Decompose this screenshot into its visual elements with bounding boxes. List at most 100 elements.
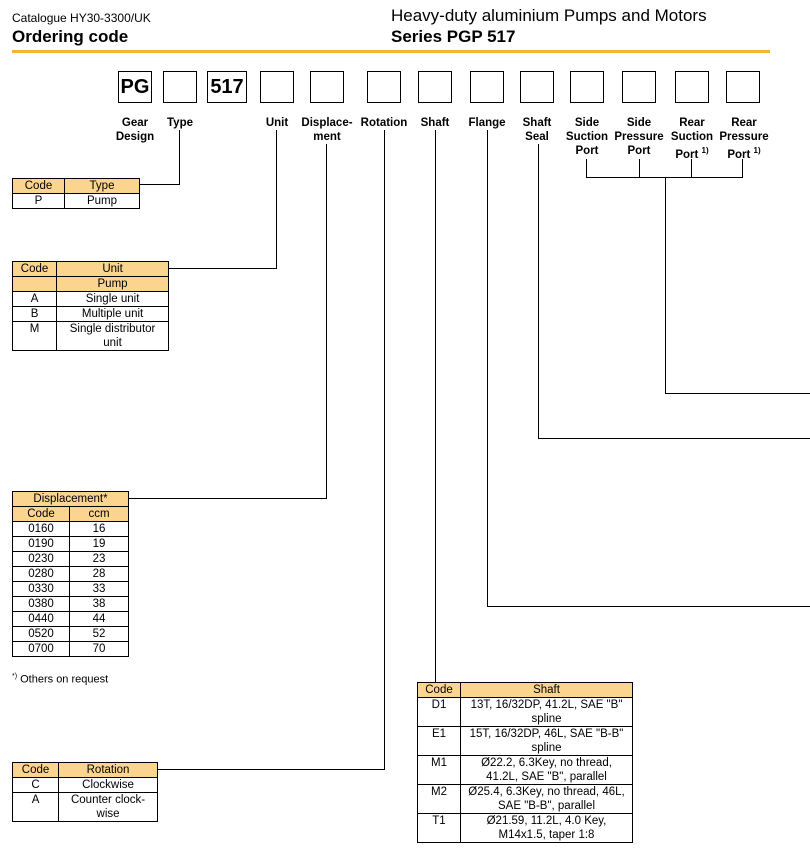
connector-shaft-seal xyxy=(538,144,539,439)
shaft-description: Ø25.4, 6.3Key, no thread, 46L, SAE "B-B"… xyxy=(460,784,633,814)
displacement-footnote: *) Others on request xyxy=(12,673,109,686)
code-box-shaft xyxy=(418,71,452,103)
bracket-side-suction xyxy=(586,159,587,178)
label-unit: Unit xyxy=(265,117,289,129)
displacement-ccm: 19 xyxy=(69,536,129,552)
displacement-ccm: 70 xyxy=(69,641,129,657)
table-row: T1 Ø21.59, 11.2L, 4.0 Key, M14x1.5, tape… xyxy=(417,813,633,843)
connector-shaft-seal-h xyxy=(538,438,810,439)
unit-description: Single unit xyxy=(56,291,169,307)
bracket-rear-suction xyxy=(691,159,692,178)
shaft-table-header-shaft: Shaft xyxy=(460,682,633,698)
displacement-code: 0440 xyxy=(12,611,70,627)
rotation-code: A xyxy=(11,792,60,822)
rotation-table: Code Rotation C Clockwise A Counter cloc… xyxy=(11,762,158,822)
displacement-ccm: 23 xyxy=(69,551,129,567)
shaft-code: T1 xyxy=(417,813,461,843)
shaft-code: D1 xyxy=(417,697,461,727)
catalogue-number: Catalogue HY30-3300/UK xyxy=(12,11,151,25)
code-box-flange xyxy=(470,71,504,103)
code-box-series: 517 xyxy=(207,71,247,103)
label-rotation: Rotation xyxy=(360,117,408,129)
page-title: Ordering code xyxy=(12,27,129,46)
connector-ports-h xyxy=(665,393,810,394)
unit-code: B xyxy=(11,306,58,322)
displacement-code: 0380 xyxy=(12,596,70,612)
table-row: M1 Ø22.2, 6.3Key, no thread, 41.2L, SAE … xyxy=(417,755,633,785)
table-row: M Single distributor unit xyxy=(11,321,169,351)
connector-type-h xyxy=(139,184,180,185)
rotation-table-header-code: Code xyxy=(11,762,60,778)
displacement-ccm: 28 xyxy=(69,566,129,582)
connector-unit xyxy=(276,130,277,269)
displacement-ccm: 44 xyxy=(69,611,129,627)
code-box-gear-design: PG xyxy=(118,71,152,103)
table-row: E1 15T, 16/32DP, 46L, SAE "B-B" spline xyxy=(417,726,633,756)
table-row: A Counter clock-wise xyxy=(11,792,158,822)
displacement-code: 0160 xyxy=(12,521,70,537)
bracket-side-pressure xyxy=(639,159,640,178)
displacement-table-header-ccm: ccm xyxy=(69,506,129,522)
type-table-header-type: Type xyxy=(64,178,140,194)
code-box-rear-suction xyxy=(675,71,709,103)
shaft-code: E1 xyxy=(417,726,461,756)
displacement-table-header-code: Code xyxy=(12,506,70,522)
displacement-code: 0190 xyxy=(12,536,70,552)
connector-unit-h xyxy=(168,268,277,269)
series-title: Series PGP 517 xyxy=(391,27,516,46)
type-code: P xyxy=(12,193,65,209)
rotation-table-header-rotation: Rotation xyxy=(58,762,158,778)
type-table-header-code: Code xyxy=(12,178,65,194)
shaft-table: Code Shaft D1 13T, 16/32DP, 41.2L, SAE "… xyxy=(417,682,633,843)
unit-description: Single distributor unit xyxy=(56,321,169,351)
unit-code: M xyxy=(11,321,58,351)
displacement-ccm: 16 xyxy=(69,521,129,537)
code-box-type xyxy=(163,71,197,103)
connector-rotation-h xyxy=(157,769,385,770)
label-shaft: Shaft xyxy=(420,117,450,129)
connector-shaft xyxy=(435,130,436,682)
code-box-displacement xyxy=(310,71,344,103)
connector-type xyxy=(179,130,180,185)
table-row: A Single unit xyxy=(11,291,169,307)
displacement-ccm: 52 xyxy=(69,626,129,642)
code-box-shaft-seal xyxy=(520,71,554,103)
displacement-ccm: 38 xyxy=(69,596,129,612)
table-row: M2 Ø25.4, 6.3Key, no thread, 46L, SAE "B… xyxy=(417,784,633,814)
rotation-code: C xyxy=(11,777,60,793)
label-flange: Flange xyxy=(468,117,506,129)
header-rule xyxy=(12,50,770,53)
unit-description: Multiple unit xyxy=(56,306,169,322)
shaft-description: 13T, 16/32DP, 41.2L, SAE "B" spline xyxy=(460,697,633,727)
table-row: D1 13T, 16/32DP, 41.2L, SAE "B" spline xyxy=(417,697,633,727)
shaft-code: M2 xyxy=(417,784,461,814)
code-box-side-suction xyxy=(570,71,604,103)
code-box-rear-pressure xyxy=(726,71,760,103)
rotation-description: Counter clock-wise xyxy=(58,792,158,822)
displacement-ccm: 33 xyxy=(69,581,129,597)
unit-table-header-unit: Unit xyxy=(56,261,169,277)
table-row: B Multiple unit xyxy=(11,306,169,322)
unit-table-header-code: Code xyxy=(11,261,58,277)
connector-displacement-h xyxy=(129,498,327,499)
rotation-description: Clockwise xyxy=(58,777,158,793)
product-title: Heavy-duty aluminium Pumps and Motors xyxy=(391,6,707,25)
label-displacement: Displace-ment xyxy=(301,117,353,143)
shaft-description: 15T, 16/32DP, 46L, SAE "B-B" spline xyxy=(460,726,633,756)
connector-displacement xyxy=(326,144,327,499)
bracket-rear-pressure xyxy=(742,159,743,178)
code-box-unit xyxy=(260,71,294,103)
